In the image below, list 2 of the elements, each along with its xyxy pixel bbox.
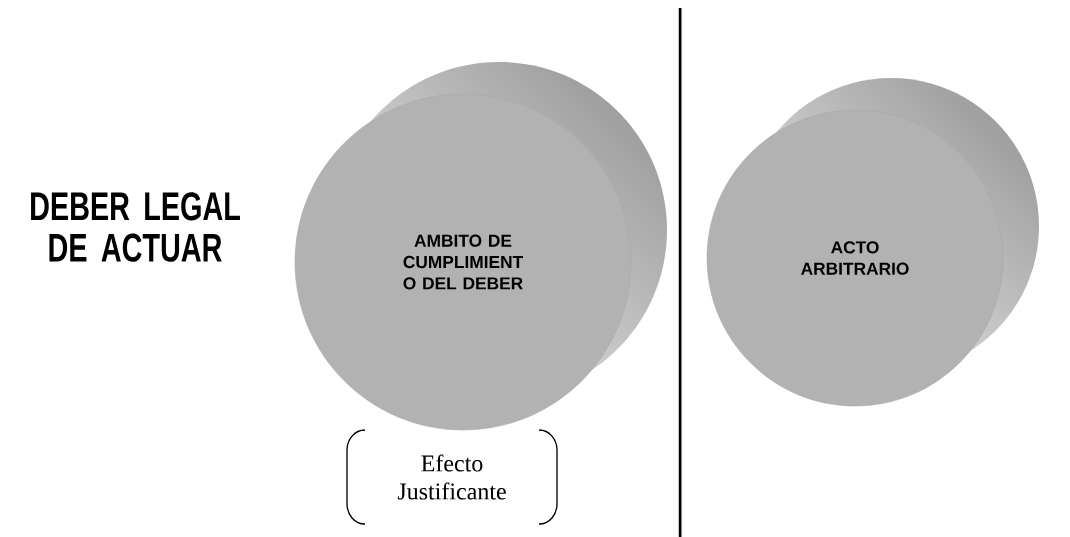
bracket-box: Efecto Justificante	[346, 429, 558, 525]
heading: DEBER LEGAL DE ACTUAR	[31, 192, 240, 262]
